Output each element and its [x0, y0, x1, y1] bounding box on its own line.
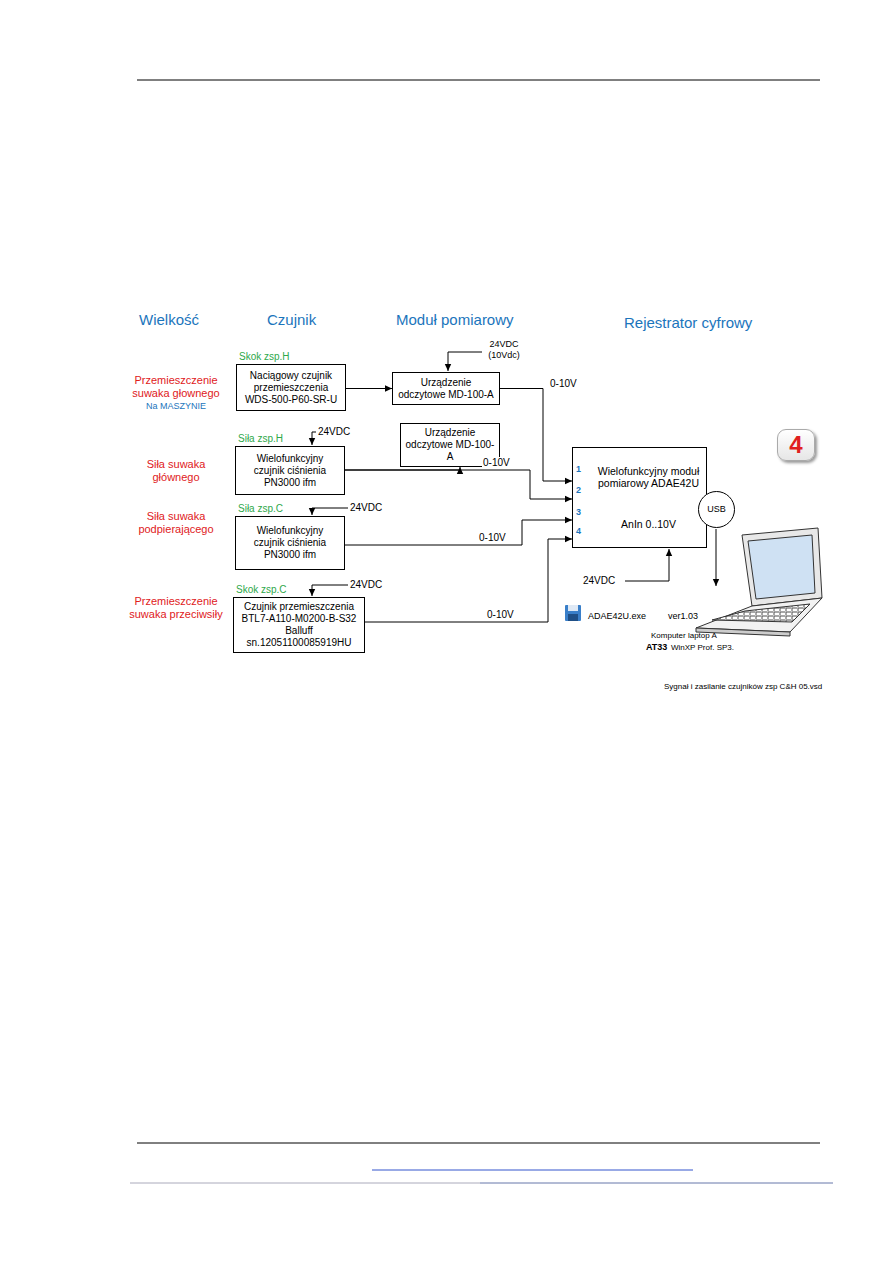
file-name: Sygnał i zasilanie czujników zsp C&H 05.…: [664, 682, 822, 691]
signal-wire: [365, 539, 572, 622]
quantity-label: Przemieszczenie suwaka przeciwsiły: [122, 595, 230, 621]
column-header: Rejestrator cyfrowy: [624, 314, 752, 331]
supply-label: 24VDC (10Vdc): [486, 339, 522, 361]
sensor-tag: Skok zsp.C: [236, 584, 287, 596]
sensor-tag: Skok zsp.H: [239, 351, 290, 363]
signal-wire: [345, 520, 572, 545]
sensor-tag: Siła zsp.H: [238, 433, 283, 445]
module-box: Wielofunkcyjny moduł pomiarowy ADAE42U An…: [572, 447, 707, 548]
computer-id: AT33: [646, 642, 667, 652]
supply-wire: [448, 352, 482, 371]
footer-rule: [137, 1143, 820, 1144]
node-text: Urządzenie odczytowe MD-100-A: [397, 377, 495, 401]
signal-wire: [345, 470, 572, 499]
quantity-label: Siła suwaka głównego: [128, 458, 224, 484]
pin-number: 1: [576, 464, 581, 474]
footer-rule: [480, 1183, 833, 1184]
supply-label: 24VDC: [350, 502, 382, 513]
sensor-box: Siła zsp.CWielofunkcyjny czujnik ciśnien…: [235, 516, 345, 570]
location-note: Na MASZYNIE: [128, 401, 224, 412]
node-text: AnIn 0..10V: [621, 518, 676, 531]
signal-wire: [500, 389, 572, 482]
pin-number: 3: [576, 507, 581, 517]
signal-wire: [346, 388, 392, 389]
computer-os: WinXP Prof. SP3.: [671, 643, 734, 652]
usb-cable: [716, 529, 717, 586]
node-text: Wielofunkcyjny czujnik ciśnienia PN3000 …: [240, 525, 340, 561]
software-name: ADAE42U.exe: [588, 611, 646, 621]
pin-number: 4: [576, 526, 581, 536]
signal-range: 0-10V: [486, 609, 515, 620]
sensor-tag: Siła zsp.C: [238, 503, 283, 515]
usb-port: USB: [698, 491, 735, 528]
node-text: Wielofunkcyjny czujnik ciśnienia PN3000 …: [240, 453, 340, 489]
supply-wire: [312, 432, 316, 445]
signal-wire: [345, 467, 460, 470]
sensor-box: Siła zsp.HWielofunkcyjny czujnik ciśnien…: [235, 446, 345, 495]
column-header: Czujnik: [267, 311, 316, 328]
footer-rule: [130, 1183, 480, 1184]
page-badge: 4: [777, 429, 815, 461]
quantity-label: Przemieszczenie suwaka głownego: [128, 374, 224, 400]
sensor-box: Skok zsp.HNaciągowy czujnik przemieszcze…: [236, 364, 346, 411]
software-version: ver1.03: [668, 611, 698, 621]
node-text: 4: [789, 431, 802, 460]
readout-box: Urządzenie odczytowe MD-100-A: [392, 372, 500, 405]
column-header: Moduł pomiarowy: [396, 311, 514, 328]
column-header: Wielkość: [139, 311, 199, 328]
floppy-icon: [565, 605, 581, 621]
pin-number: 2: [576, 485, 581, 495]
computer-label: Komputer laptop A: [651, 631, 717, 640]
sensor-box: Skok zsp.CCzujnik przemieszczenia BTL7-A…: [233, 597, 365, 653]
quantity-label: Siła suwaka podpierającego: [128, 510, 224, 536]
supply-wire: [312, 585, 348, 596]
node-text: USB: [707, 504, 726, 515]
node-text: Naciągowy czujnik przemieszczenia WDS-50…: [241, 370, 341, 406]
node-text: Czujnik przemieszczenia BTL7-A110-M0200-…: [238, 601, 360, 649]
supply-wire: [312, 508, 348, 515]
supply-label: 24VDC: [318, 426, 350, 437]
laptop-illustration: [696, 528, 822, 636]
supply-label: 24VDC: [350, 579, 382, 590]
signal-range: 0-10V: [482, 457, 511, 468]
footer-link: [372, 1170, 693, 1171]
supply-label: 24VDC: [583, 575, 615, 586]
signal-range: 0-10V: [478, 532, 507, 543]
node-text: Wielofunkcyjny moduł pomiarowy ADAE42U: [595, 465, 702, 490]
supply-wire: [625, 549, 669, 581]
signal-range: 0-10V: [549, 378, 578, 389]
header-rule: [137, 80, 820, 81]
